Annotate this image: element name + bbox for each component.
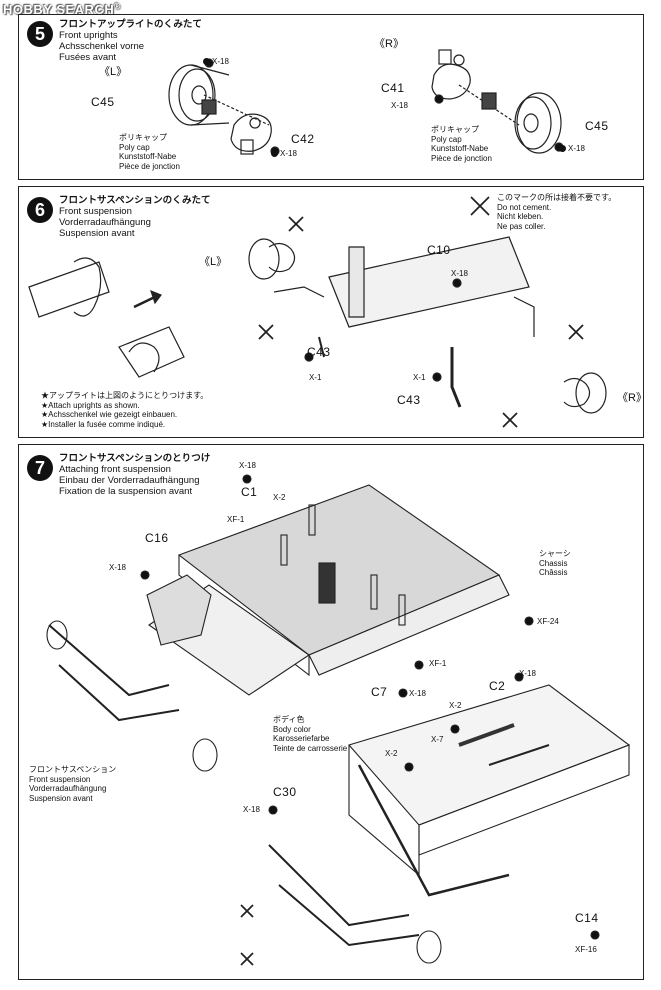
polycap-en: Poly cap	[431, 134, 462, 144]
title-fr: Suspension avant	[59, 228, 135, 239]
chassis-en: Chassis	[539, 558, 568, 568]
paint-x18-d: X-18	[559, 144, 585, 153]
part-c16: C16	[145, 531, 169, 545]
title-de: Vorderradaufhängung	[59, 217, 151, 228]
step-title: フロントサスペンションのくみたて Front suspension Vorder…	[59, 195, 211, 239]
polycap-fr: Pièce de jonction	[119, 161, 180, 171]
title-jp: フロントサスペンションのとりつけ	[59, 453, 211, 464]
nocement-en: Do not cement.	[497, 202, 552, 212]
frontsusp-en: Front suspension	[29, 774, 91, 784]
step-5-panel: 5 フロントアップライトのくみたて Front uprights Achssch…	[18, 14, 644, 180]
frontsusp-fr: Suspension avant	[29, 793, 93, 803]
paint-dot-icon	[271, 150, 278, 157]
paint-xf1-b: XF-1	[429, 659, 447, 668]
paint-x2-c2: X-2	[449, 701, 462, 710]
no-cement-legend: このマークの所は接着不要です。 Do not cement. Nicht kle…	[497, 193, 616, 231]
part-c30: C30	[273, 785, 297, 799]
watermark: HOBBY SEARCH®	[3, 2, 121, 17]
chassis-fr: Châssis	[539, 568, 568, 577]
paint-x18-b: X-18	[271, 149, 297, 158]
part-c10: C10	[427, 243, 451, 257]
paint-x2-c1: X-2	[273, 493, 286, 502]
body-jp: ボディ色	[273, 715, 305, 724]
step-number: 5	[27, 21, 53, 47]
note-jp: ★アップライトは上図のようにとりつけます。	[41, 391, 209, 400]
step-5-drawing	[168, 49, 564, 156]
paint-x18-c7: X-18	[409, 689, 426, 698]
front-suspension-label: フロントサスペンション Front suspension Vorderradau…	[29, 765, 116, 803]
paint-x18-c1: X-18	[239, 461, 256, 470]
paint-dot-icon	[203, 58, 210, 65]
title-fr: Fusées avant	[59, 52, 117, 63]
paint-x18-c16: X-18	[109, 563, 126, 572]
body-color-label: ボディ色 Body color Karosseriefarbe Teinte d…	[273, 715, 347, 753]
body-en: Body color	[273, 724, 311, 734]
part-c43-a: C43	[307, 345, 331, 359]
paint-x2-b: X-2	[385, 749, 398, 758]
step-7-drawing	[46, 474, 631, 966]
side-right: 《R》	[374, 38, 404, 50]
frontsusp-jp: フロントサスペンション	[29, 765, 117, 774]
note-fr: ★Installer la fusée comme indiqué.	[41, 419, 166, 429]
nocement-de: Nicht kleben.	[497, 212, 544, 221]
polycap-de: Kunststoff-Nabe	[119, 152, 177, 161]
part-c7: C7	[371, 685, 388, 699]
body-fr: Teinte de carrosserie	[273, 743, 348, 753]
part-c41: C41	[381, 81, 405, 95]
body-de: Karosseriefarbe	[273, 734, 330, 743]
paint-xf24: XF-24	[537, 617, 559, 626]
side-right: 《R》	[617, 392, 647, 404]
paint-x18-c2: X-18	[519, 669, 536, 678]
step-6-panel: 6 フロントサスペンションのくみたて Front suspension Vord…	[18, 186, 647, 438]
part-c45-left: C45	[91, 95, 115, 109]
title-de: Einbau der Vorderradaufhängung	[59, 475, 200, 486]
part-c42: C42	[291, 132, 315, 146]
chassis-label: シャーシ Chassis Châssis	[539, 549, 571, 578]
install-note: ★アップライトは上図のようにとりつけます。 ★Attach uprights a…	[41, 391, 208, 429]
title-fr: Fixation de la suspension avant	[59, 486, 193, 497]
polycap-right: ポリキャップ Poly cap Kunststoff-Nabe Pièce de…	[431, 125, 492, 163]
paint-x18-a: X-18	[203, 57, 229, 66]
paint-dot-icon	[559, 145, 566, 152]
step-number: 6	[27, 197, 53, 223]
paint-x1-b: X-1	[413, 373, 426, 382]
paint-x18-c: X-18	[391, 101, 408, 110]
part-c2: C2	[489, 679, 506, 693]
step-title: フロントアップライトのくみたて Front uprights Achsschen…	[59, 19, 202, 63]
part-c43-b: C43	[397, 393, 421, 407]
paint-xf16: XF-16	[575, 945, 597, 954]
nocement-fr: Ne pas coller.	[497, 221, 546, 231]
paint-x18-c30: X-18	[243, 805, 260, 814]
paint-x1-a: X-1	[309, 373, 322, 382]
polycap-left: ポリキャップ Poly cap Kunststoff-Nabe Pièce de…	[119, 133, 180, 171]
part-c45-right: C45	[585, 119, 609, 133]
side-left: 《L》	[199, 256, 228, 268]
frontsusp-de: Vorderradaufhängung	[29, 784, 107, 793]
polycap-en: Poly cap	[119, 142, 150, 152]
step-6-drawing	[28, 196, 607, 428]
title-en: Attaching front suspension	[59, 464, 171, 475]
step-title: フロントサスペンションのとりつけ Attaching front suspens…	[59, 453, 210, 497]
step-7-panel: 7 フロントサスペンションのとりつけ Attaching front suspe…	[18, 444, 644, 980]
paint-x18: X-18	[451, 269, 468, 278]
paint-x7: X-7	[431, 735, 444, 744]
part-c14: C14	[575, 911, 599, 925]
nocement-jp: このマークの所は接着不要です。	[497, 193, 617, 202]
part-c1: C1	[241, 485, 258, 499]
chassis-jp: シャーシ	[539, 549, 571, 558]
paint-xf1-a: XF-1	[227, 515, 245, 524]
note-en: ★Attach uprights as shown.	[41, 400, 140, 410]
title-en: Front uprights	[59, 30, 118, 41]
polycap-jp: ポリキャップ	[119, 133, 167, 142]
title-jp: フロントサスペンションのくみたて	[59, 195, 211, 206]
polycap-jp: ポリキャップ	[431, 125, 479, 134]
polycap-fr: Pièce de jonction	[431, 153, 492, 163]
note-de: ★Achsschenkel wie gezeigt einbauen.	[41, 410, 178, 419]
step-number: 7	[27, 455, 53, 481]
side-left: 《L》	[99, 66, 128, 78]
title-jp: フロントアップライトのくみたて	[59, 19, 202, 30]
title-en: Front suspension	[59, 206, 132, 217]
polycap-de: Kunststoff-Nabe	[431, 144, 489, 153]
title-de: Achsschenkel vorne	[59, 41, 145, 52]
